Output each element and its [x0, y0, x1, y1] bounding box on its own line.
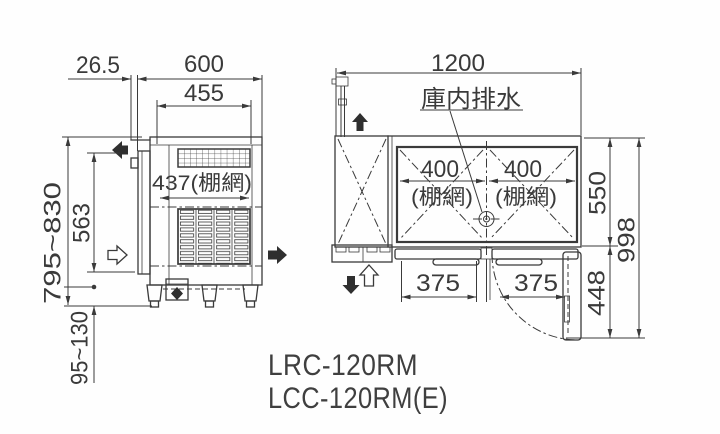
airflow-up-outline-arrow-icon	[358, 264, 380, 287]
drain-leader-line	[449, 110, 483, 213]
plan-view-dimensions: 1200 庫内排水 400 400 (棚網) (棚網) 375 375 550 …	[335, 50, 645, 339]
dim-550-label: 550	[585, 171, 612, 215]
dim-563-label: 563	[69, 203, 96, 243]
drain-fitting	[165, 278, 189, 301]
side-door-handle	[130, 157, 139, 169]
dim-455-label: 455	[184, 80, 224, 107]
dim-375-left-label: 375	[416, 270, 460, 297]
shelf-note-right-label: (棚網)	[495, 186, 557, 209]
dim-400-right-label: 400	[504, 156, 542, 183]
dim-26-5-label: 26.5	[76, 52, 120, 79]
shelf-mesh-grid	[177, 148, 251, 168]
machine-front-grille	[331, 244, 393, 263]
door-left	[394, 248, 482, 266]
dim-375-right-label: 375	[514, 270, 558, 297]
side-door-panel	[137, 150, 151, 275]
plan-view	[331, 76, 582, 341]
dim-1200-label: 1200	[431, 50, 485, 77]
dim-448-label: 448	[584, 270, 611, 316]
dim-998-label: 998	[614, 217, 641, 263]
dim-95-130-label: 95~130	[67, 311, 94, 385]
airflow-down-arrow-icon	[342, 276, 360, 294]
shelf-note-left-label: (棚網)	[411, 186, 473, 209]
rear-pipe	[331, 76, 349, 137]
door-swing-arc	[491, 253, 579, 341]
dim-600-label: 600	[184, 51, 224, 78]
airflow-right-outline-arrow-icon	[107, 244, 128, 266]
dim-795-830-label: 795~830	[40, 182, 67, 304]
side-view-dimensions: 26.5 600 455 437(棚網) 795~830 563 95~130	[40, 51, 263, 385]
airflow-up-arrow-icon	[352, 113, 368, 131]
airflow-left-arrow-icon	[112, 141, 128, 159]
side-legs	[146, 284, 259, 308]
dim-437-shelf-label: 437(棚網)	[152, 172, 252, 195]
dim-400-left-label: 400	[421, 156, 459, 183]
side-view	[107, 136, 287, 308]
exhaust-right-arrow-icon	[268, 246, 287, 264]
model-name-line2: LCC-120RM(E)	[268, 382, 448, 415]
model-name-line1: LRC-120RM	[268, 349, 418, 382]
drain-label: 庫内排水	[421, 86, 521, 113]
door-right	[491, 248, 579, 266]
door-right-open	[562, 251, 582, 341]
drain-symbol	[473, 211, 500, 227]
model-labels: LRC-120RM LCC-120RM(E)	[268, 349, 448, 415]
